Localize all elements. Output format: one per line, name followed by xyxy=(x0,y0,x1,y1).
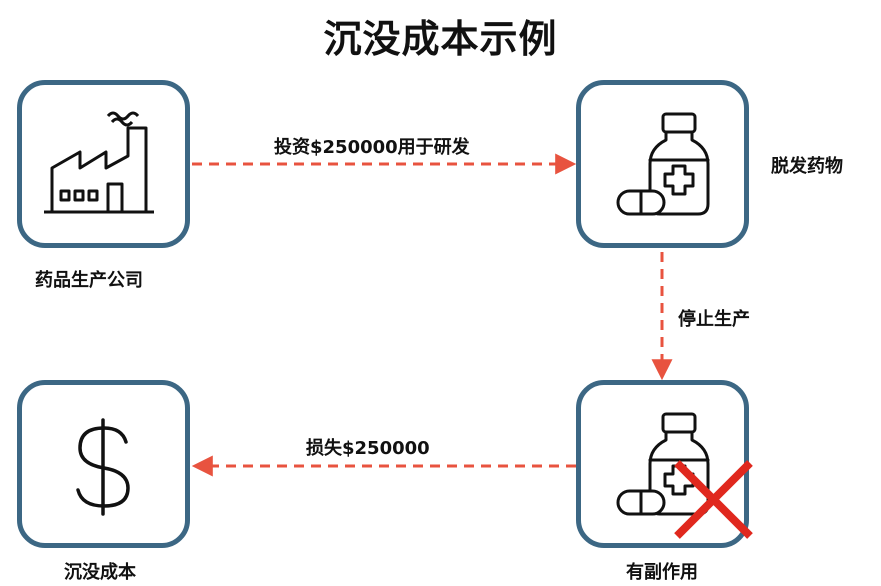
factory-icon xyxy=(44,111,154,214)
stop-edge-label: 停止生产 xyxy=(678,309,750,330)
diagram-title: 沉没成本示例 xyxy=(323,17,558,61)
medicine-bottle-crossed-icon xyxy=(616,412,753,539)
generic-drug-node xyxy=(576,80,749,248)
loss-edge-label: 损失$250000 xyxy=(306,438,430,459)
medicine-bottle-icon xyxy=(616,112,710,216)
sunk-cost-label: 沉没成本 xyxy=(64,562,136,583)
side-effect-node xyxy=(576,380,749,548)
red-cross-icon xyxy=(674,460,753,539)
dollar-sign-icon xyxy=(76,418,130,516)
company-label: 药品生产公司 xyxy=(35,270,143,291)
side-effect-label: 有副作用 xyxy=(626,562,698,583)
invest-edge-label: 投资$250000用于研发 xyxy=(274,137,470,158)
company-node xyxy=(17,80,190,248)
generic-drug-label: 脱发药物 xyxy=(771,156,843,177)
